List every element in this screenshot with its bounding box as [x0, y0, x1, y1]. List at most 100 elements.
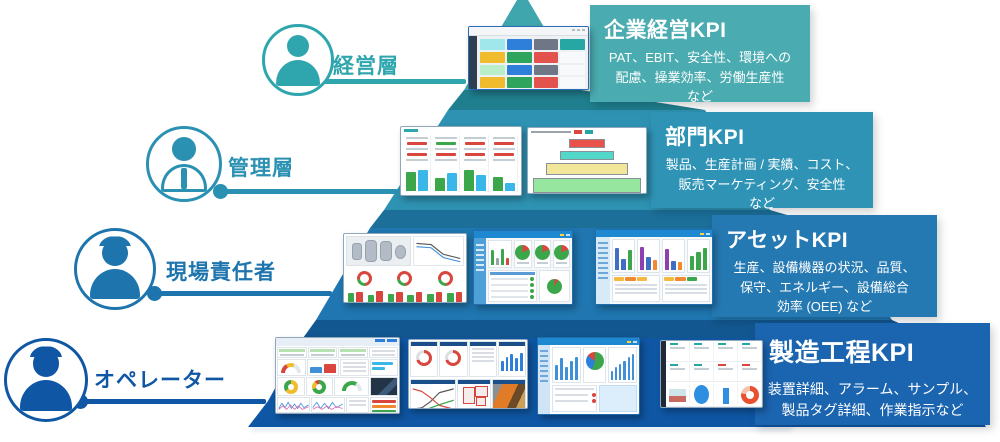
persona-label-executive: 経営層 [333, 55, 399, 78]
bar [560, 358, 563, 380]
dashboard-sidebar [538, 345, 550, 414]
kpi-title-corporate: 企業経営KPI [604, 19, 727, 42]
info-strip [599, 385, 637, 412]
hierarchy-box [545, 163, 629, 175]
bar [506, 257, 510, 265]
tile [506, 51, 532, 63]
kpi-desc-asset: 生産、設備機器の状況、品質、 保守、エネルギー、設備総合 効率 (OEE) など [733, 260, 916, 314]
bar [447, 172, 457, 191]
trend-sparkline [277, 397, 311, 413]
status-pie [585, 352, 604, 370]
bar [610, 371, 614, 380]
bar [455, 291, 462, 302]
bar [555, 365, 558, 380]
trend-line-chart [413, 236, 464, 266]
kpi-desc-department: 製品、生産計画 / 実績、コスト、 販売マーケティング、安全性 など [665, 157, 859, 211]
tile [506, 39, 532, 50]
bar [491, 250, 495, 265]
kpi-gauge [353, 267, 375, 289]
bar [464, 169, 474, 191]
bar [677, 262, 682, 270]
bar [387, 293, 395, 302]
tile [480, 39, 505, 50]
hierarchy-stack [528, 136, 646, 193]
bar [376, 291, 383, 302]
bar [427, 294, 434, 302]
metric-column [433, 135, 460, 193]
bar [515, 358, 519, 371]
site-supervisor-persona-icon [74, 228, 156, 310]
process-diagram [346, 236, 412, 266]
hierarchy-box [532, 178, 642, 193]
asset-overview-dashboard-thumbnail [343, 233, 467, 303]
tile [675, 277, 686, 281]
bar [406, 172, 416, 191]
semi-gauge [281, 363, 302, 373]
ring-gauge [416, 350, 433, 366]
window-titlebar [596, 230, 712, 237]
tile [560, 77, 585, 88]
bar [520, 352, 523, 371]
hierarchy-box [569, 139, 605, 148]
asset-performance-dashboard-thumbnail [595, 229, 713, 305]
tile [560, 51, 585, 63]
window-titlebar [276, 338, 399, 346]
department-metrics-dashboard-thumbnail [400, 126, 522, 196]
connector-line-operator [73, 394, 266, 409]
person-bust-icon [276, 60, 320, 87]
persona-label-operator: オペレーター [94, 369, 226, 392]
window-titlebar [474, 231, 572, 238]
bar [356, 291, 363, 302]
bar [367, 294, 375, 302]
kpi-title-asset: アセットKPI [726, 229, 849, 252]
connector-line-manager [213, 184, 398, 199]
bar-chart [714, 383, 738, 405]
kpi-box-asset: アセットKPI 生産、設備機器の状況、品質、 保守、エネルギー、設備総合 効率 … [712, 215, 937, 317]
bar [500, 361, 504, 371]
bar [510, 353, 514, 371]
connector-dot [213, 184, 228, 199]
bar [570, 360, 573, 380]
bar [627, 250, 632, 270]
bar [621, 258, 626, 270]
equipment-photo [492, 379, 526, 408]
schedule-table [612, 275, 660, 302]
donut-gauge [312, 380, 327, 394]
kpi-title-process: 製造工程KPI [769, 339, 915, 367]
tile [506, 77, 532, 88]
dashboard-header [528, 128, 646, 136]
technical-drawing [457, 379, 492, 408]
bar [435, 178, 445, 191]
person-head-icon [172, 137, 196, 162]
bar [623, 360, 626, 380]
kpi-tile-grid [477, 36, 588, 89]
kpi-box-department: 部門KPI 製品、生産計画 / 実績、コスト、 販売マーケティング、安全性 など [651, 112, 873, 211]
tile [625, 277, 636, 281]
ring-gauge [445, 350, 462, 366]
bar [435, 292, 443, 302]
bar [631, 354, 634, 380]
bar [348, 292, 355, 302]
bar [505, 357, 509, 371]
person-bust-icon [20, 380, 72, 412]
hierarchy-chart-thumbnail [527, 127, 647, 194]
donut-gauge [283, 380, 298, 394]
hbar [371, 405, 396, 408]
bar [619, 363, 622, 380]
window-titlebar [538, 338, 639, 345]
tile [480, 77, 505, 88]
pyramid-base-shadow [252, 427, 792, 431]
person-head-icon [32, 350, 60, 377]
tile [636, 277, 647, 281]
operator-detail-dashboard-thumbnail [408, 339, 528, 409]
persona-label-manager: 管理層 [228, 157, 294, 180]
manager-persona-icon [146, 126, 222, 202]
tile [560, 39, 585, 50]
hbar [371, 362, 393, 365]
bar [646, 256, 651, 270]
donut-chart [738, 381, 762, 407]
person-bust-icon [89, 269, 141, 300]
status-pie [546, 279, 562, 294]
operator-overview-dashboard-thumbnail [275, 337, 400, 414]
bar [309, 366, 322, 373]
